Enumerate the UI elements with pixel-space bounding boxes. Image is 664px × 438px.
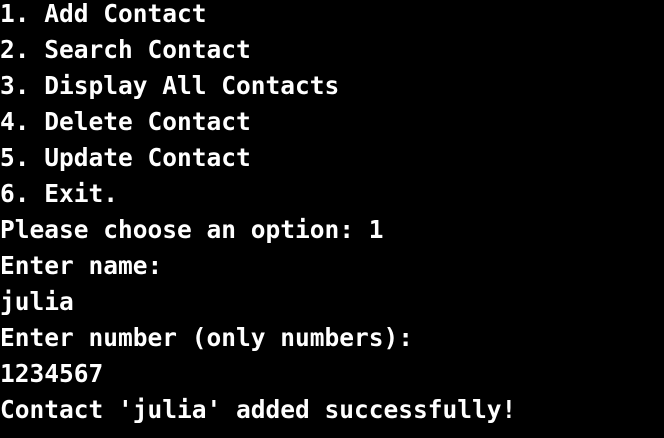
menu-item-update-contact: 5. Update Contact (0, 143, 251, 172)
name-prompt: Enter name: (0, 251, 163, 280)
menu-item-search-contact: 2. Search Contact (0, 35, 251, 64)
success-message: Contact 'julia' added successfully! (0, 395, 517, 424)
menu-item-add-contact: 1. Add Contact (0, 0, 207, 28)
name-input-echo: julia (0, 287, 74, 316)
option-prompt: Please choose an option: 1 (0, 215, 384, 244)
number-prompt: Enter number (only numbers): (0, 323, 414, 352)
menu-item-exit: 6. Exit. (0, 179, 119, 208)
menu-item-display-all-contacts: 3. Display All Contacts (0, 71, 340, 100)
number-input-echo: 1234567 (0, 359, 104, 388)
menu-item-delete-contact: 4. Delete Contact (0, 107, 251, 136)
